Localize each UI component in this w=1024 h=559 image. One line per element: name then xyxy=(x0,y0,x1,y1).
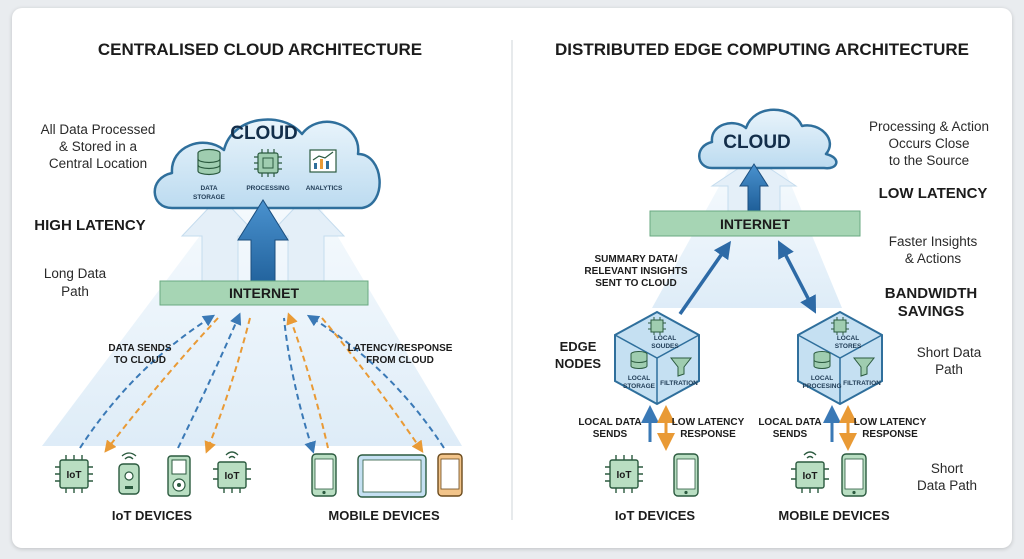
right-internet-label: INTERNET xyxy=(720,216,790,232)
data-send-arrows xyxy=(79,312,445,454)
node2-left-1: LOCAL xyxy=(811,375,833,382)
right-note-line-3: to the Source xyxy=(889,153,969,168)
node2-right: FILTRATION xyxy=(843,380,881,387)
right-mobile-label: MOBILE DEVICES xyxy=(778,508,890,523)
svg-text:IoT: IoT xyxy=(225,471,240,482)
insights-line-2: & Actions xyxy=(905,251,962,266)
left-iot-label: IoT DEVICES xyxy=(112,508,193,523)
node2-top-1: LOCAL xyxy=(837,335,859,342)
response-line-1: LATENCY/RESPONSE xyxy=(348,343,453,354)
smartphone-orange-icon xyxy=(437,453,463,497)
right-note-line-1: Processing & Action xyxy=(869,119,989,134)
left-note-line-2: & Stored in a xyxy=(59,139,138,154)
iot-chip-device-1: IoT xyxy=(55,455,93,493)
diagram-card: CENTRALISED CLOUD ARCHITECTURE CLOUD DAT… xyxy=(12,8,1012,548)
right-iot-label: IoT DEVICES xyxy=(615,508,696,523)
node1-response-line-1: LOW LATENCY xyxy=(672,417,745,428)
left-mobile-label: MOBILE DEVICES xyxy=(328,508,440,523)
node2-left-2: PROCESING xyxy=(802,383,841,390)
right-iot-chip-wifi-icon: IoT xyxy=(791,451,829,493)
right-smartphone-icon-2 xyxy=(841,453,867,497)
right-smartphone-icon-1 xyxy=(673,453,699,497)
data-sends-line-1: DATA SENDS xyxy=(108,343,171,354)
low-latency-label: LOW LATENCY xyxy=(879,185,988,202)
node2-response-line-2: RESPONSE xyxy=(862,429,918,440)
left-panel: CENTRALISED CLOUD ARCHITECTURE CLOUD DAT… xyxy=(34,40,463,523)
left-cloud: CLOUD DATA STORAGE PROCESSING xyxy=(153,118,381,210)
left-note-line-1: All Data Processed xyxy=(41,122,156,137)
processing-label: PROCESSING xyxy=(246,185,289,192)
left-title: CENTRALISED CLOUD ARCHITECTURE xyxy=(98,40,422,59)
right-upload-arrow xyxy=(739,163,769,212)
node2-sends-line-1: LOCAL DATA xyxy=(758,417,821,428)
node1-filter-icon xyxy=(669,357,693,377)
smart-sensor-icon xyxy=(118,452,140,495)
node1-top-2: SOUDES xyxy=(651,343,679,350)
right-note-line-2: Occurs Close xyxy=(888,136,969,151)
node1-right: FILTRATION xyxy=(660,380,698,387)
processor-icon xyxy=(254,149,282,177)
long-path-line-1: Long Data xyxy=(44,266,107,281)
right-cloud-label: CLOUD xyxy=(723,132,791,153)
node2-internet-arrow xyxy=(777,240,817,314)
node1-response-line-2: RESPONSE xyxy=(680,429,736,440)
short-path-line-2: Path xyxy=(935,362,963,377)
short-path2-line-1: Short xyxy=(931,461,964,476)
node2-filter-icon xyxy=(852,357,876,377)
right-cloud: CLOUD xyxy=(698,108,838,170)
node1-sends-line-2: SENDS xyxy=(593,429,628,440)
summary-line-2: RELEVANT INSIGHTS xyxy=(584,266,687,277)
high-latency-label: HIGH LATENCY xyxy=(34,217,145,234)
svg-text:IoT: IoT xyxy=(803,471,818,482)
storage-label-1: DATA xyxy=(200,185,217,192)
tablet-icon xyxy=(357,454,427,498)
node2-response-line-1: LOW LATENCY xyxy=(854,417,927,428)
summary-upload-arrow xyxy=(678,240,732,316)
node2-top-2: STORES xyxy=(835,343,862,350)
node1-sends-line-1: LOCAL DATA xyxy=(578,417,641,428)
edge-node-2: LOCAL STORES LOCAL PROCESING FILTRATION xyxy=(797,310,883,406)
smartphone-icon xyxy=(311,453,337,497)
analytics-chart-icon xyxy=(309,149,337,173)
short-path-line-1: Short Data xyxy=(917,345,982,360)
edge-nodes-line-2: NODES xyxy=(555,356,602,371)
node2-sends-line-2: SENDS xyxy=(773,429,808,440)
response-line-2: FROM CLOUD xyxy=(366,355,434,366)
right-iot-chip-icon: IoT xyxy=(605,455,643,493)
left-data-beam xyxy=(42,193,462,446)
short-path2-line-2: Data Path xyxy=(917,478,977,493)
svg-text:IoT: IoT xyxy=(617,470,632,481)
analytics-label: ANALYTICS xyxy=(306,185,343,192)
media-player-icon xyxy=(167,455,191,497)
latency-response-arrows xyxy=(104,312,424,454)
left-cloud-label: CLOUD xyxy=(230,123,298,144)
left-note-line-3: Central Location xyxy=(49,156,147,171)
node1-top-1: LOCAL xyxy=(654,335,676,342)
node2-chip-icon xyxy=(831,317,849,335)
insights-line-1: Faster Insights xyxy=(889,234,978,249)
bandwidth-line-2: SAVINGS xyxy=(898,303,964,320)
iot-chip-device-2: IoT xyxy=(213,451,251,493)
architecture-diagram: CENTRALISED CLOUD ARCHITECTURE CLOUD DAT… xyxy=(34,40,989,523)
edge-node-1: LOCAL SOUDES LOCAL STORAGE FILTRATION xyxy=(614,310,700,406)
node2-database-icon xyxy=(813,351,831,369)
data-sends-line-2: TO CLOUD xyxy=(114,355,166,366)
right-title: DISTRIBUTED EDGE COMPUTING ARCHITECTURE xyxy=(555,40,969,59)
database-icon xyxy=(197,148,221,176)
right-internet-band xyxy=(649,210,861,237)
node1-chip-icon xyxy=(648,317,666,335)
storage-label-2: STORAGE xyxy=(193,194,226,201)
edge-nodes-line-1: EDGE xyxy=(560,339,597,354)
node1-left-1: LOCAL xyxy=(628,375,650,382)
left-internet-label: INTERNET xyxy=(229,285,299,301)
summary-line-3: SENT TO CLOUD xyxy=(595,278,676,289)
bandwidth-line-1: BANDWIDTH xyxy=(885,285,977,302)
node1-database-icon xyxy=(630,351,648,369)
svg-text:IoT: IoT xyxy=(67,470,82,481)
long-path-line-2: Path xyxy=(61,284,89,299)
right-panel: DISTRIBUTED EDGE COMPUTING ARCHITECTURE … xyxy=(555,40,989,523)
left-internet-band xyxy=(159,280,369,306)
summary-line-1: SUMMARY DATA/ xyxy=(595,254,678,265)
node1-left-2: STORAGE xyxy=(623,383,656,390)
